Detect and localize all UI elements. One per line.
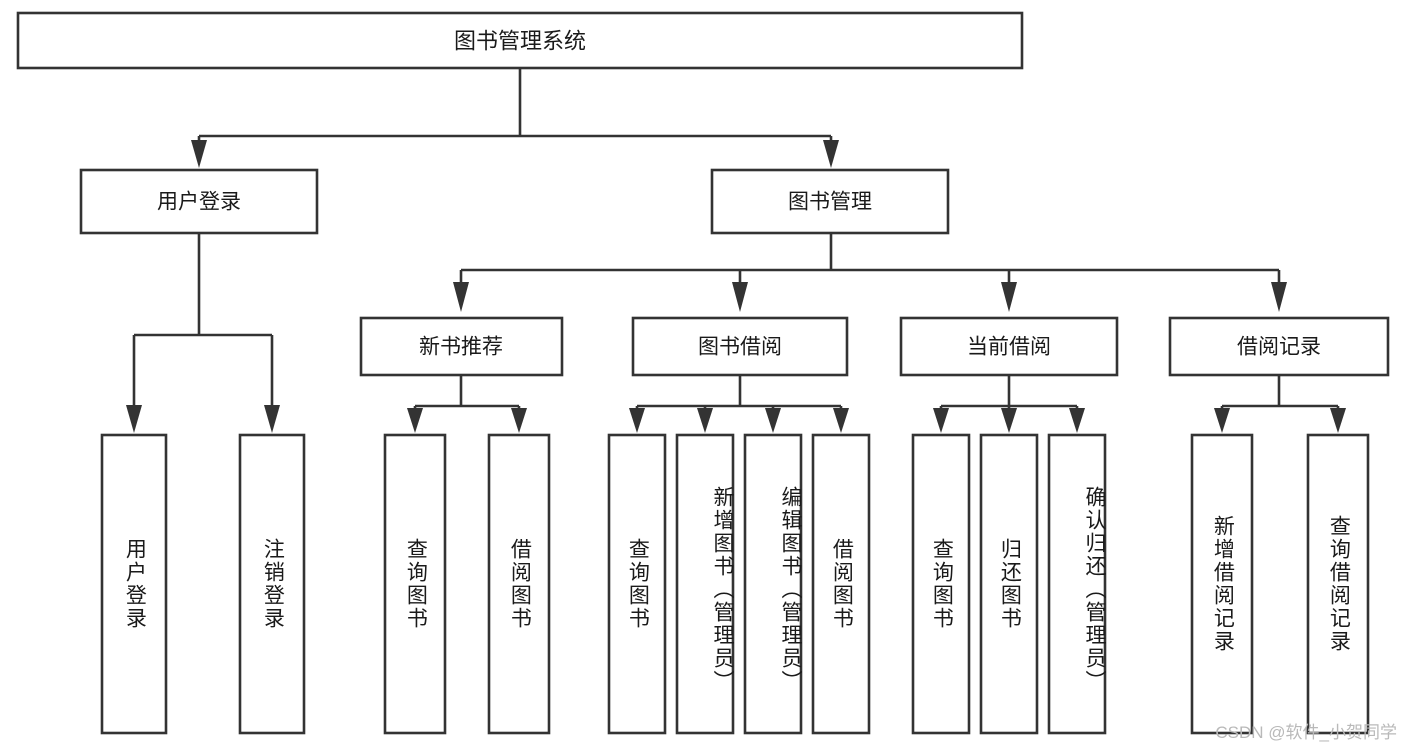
arrowhead-nb2 xyxy=(511,408,527,433)
leaf-box-borrow-3[interactable] xyxy=(743,433,803,735)
arrowhead-l3-4 xyxy=(1271,282,1287,312)
leaf-group-borrow-records xyxy=(1190,433,1370,735)
arrowhead-r1 xyxy=(1214,408,1230,433)
leaf-box-newbook-2[interactable] xyxy=(487,433,551,735)
node-current-borrow-box[interactable] xyxy=(899,316,1119,377)
node-book-management-label: 图书管理 xyxy=(788,191,872,214)
node-borrow-records-label: 借阅记录 xyxy=(1237,336,1321,359)
node-new-book-recommend-label: 新书推荐 xyxy=(419,336,503,359)
leaf-group-new-book-recommend xyxy=(383,433,551,735)
leaf-group-current-borrow xyxy=(911,433,1107,735)
node-borrow-records-box[interactable] xyxy=(1168,316,1390,377)
leaf-box-current-2[interactable] xyxy=(979,433,1039,735)
leaf-box-current-3[interactable] xyxy=(1047,433,1107,735)
node-current-borrow[interactable]: 当前借阅 xyxy=(899,316,1119,377)
connector-group-root xyxy=(191,68,839,168)
arrowhead-c2 xyxy=(1001,408,1017,433)
node-root-label: 图书管理系统 xyxy=(454,29,586,54)
leaf-box-borrow-2[interactable] xyxy=(675,433,735,735)
arrowhead-r2 xyxy=(1330,408,1346,433)
node-book-borrow[interactable]: 图书借阅 xyxy=(631,316,849,377)
arrowhead-l3-3 xyxy=(1001,282,1017,312)
leaf-box-records-2[interactable] xyxy=(1306,433,1370,735)
arrowhead-b1 xyxy=(629,408,645,433)
node-current-borrow-label: 当前借阅 xyxy=(967,336,1051,359)
connector-group-borrow xyxy=(629,375,849,433)
node-root[interactable]: 图书管理系统 xyxy=(16,11,1024,70)
node-borrow-records[interactable]: 借阅记录 xyxy=(1168,316,1390,377)
arrowhead-user-login xyxy=(191,140,207,168)
node-book-borrow-label: 图书借阅 xyxy=(698,336,782,359)
node-book-management-box[interactable] xyxy=(710,168,950,235)
connector-group-new-books xyxy=(407,375,527,433)
connector-group-user-login xyxy=(126,233,280,433)
leaf-box-user-login-2[interactable] xyxy=(238,433,306,735)
leaf-box-records-1[interactable] xyxy=(1190,433,1254,735)
node-user-login[interactable]: 用户登录 xyxy=(79,168,319,235)
arrowhead-u2 xyxy=(264,405,280,433)
leaf-box-newbook-1[interactable] xyxy=(383,433,447,735)
node-user-login-box[interactable] xyxy=(79,168,319,235)
arrowhead-book-mgmt xyxy=(823,140,839,168)
connector-group-book-mgmt xyxy=(453,233,1287,312)
leaf-box-borrow-4[interactable] xyxy=(811,433,871,735)
node-root-box[interactable] xyxy=(16,11,1024,70)
node-new-book-recommend[interactable]: 新书推荐 xyxy=(359,316,564,377)
arrowhead-l3-1 xyxy=(453,282,469,312)
leaf-box-borrow-1[interactable] xyxy=(607,433,667,735)
connector-group-current-borrow xyxy=(933,375,1085,433)
arrowhead-c1 xyxy=(933,408,949,433)
connector-group-records xyxy=(1214,375,1346,433)
leaf-group-book-borrow xyxy=(607,433,871,735)
node-book-management[interactable]: 图书管理 xyxy=(710,168,950,235)
arrowhead-nb1 xyxy=(407,408,423,433)
node-new-book-recommend-box[interactable] xyxy=(359,316,564,377)
arrowhead-b4 xyxy=(833,408,849,433)
arrowhead-u1 xyxy=(126,405,142,433)
arrowhead-c3 xyxy=(1069,408,1085,433)
leaf-box-user-login-1[interactable] xyxy=(100,433,168,735)
leaf-group-user-login xyxy=(100,433,306,735)
watermark-text: CSDN @软件_小贺同学 xyxy=(1215,723,1397,742)
node-book-borrow-box[interactable] xyxy=(631,316,849,377)
leaf-box-current-1[interactable] xyxy=(911,433,971,735)
arrowhead-l3-2 xyxy=(732,282,748,312)
arrowhead-b3 xyxy=(765,408,781,433)
node-user-login-label: 用户登录 xyxy=(157,191,241,214)
arrowhead-b2 xyxy=(697,408,713,433)
